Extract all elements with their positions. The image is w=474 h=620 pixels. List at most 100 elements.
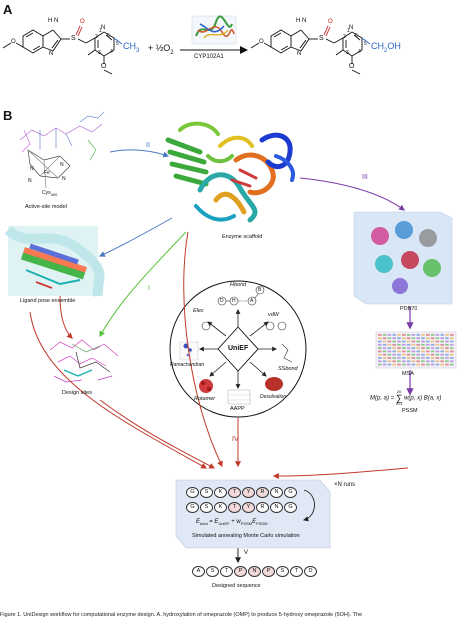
substrate-pos-4: 4 [110,49,113,55]
ligand-ensemble-caption: Ligand pose ensemble [20,298,76,304]
msa-caption: MSA [402,371,414,377]
oxygen-cosubstrate: + ½O2 [148,43,174,56]
unief-elec-label: Elec [193,308,204,314]
panel-a-label: A [3,2,13,17]
substrate-ring-n: N [101,25,106,31]
product-ring-n: N [349,25,354,31]
designed-sequence-residue: A [192,566,205,577]
arrow-iii [299,177,405,211]
product-pos-3: 3 [346,50,349,56]
substrate-pos-5: 5 [116,41,119,47]
sequence-top-residue: S [200,487,213,498]
sequence-top-residue: R [256,487,269,498]
arrow-i [99,231,187,338]
active-site-atom-n2: N [60,162,64,168]
msa-block [375,331,457,369]
unief-rotamer-label: Rotamer [194,396,216,402]
designed-sequence-residue: T [290,566,303,577]
product-ch2oh: CH2OH [371,41,401,54]
figure-caption: Figure 1. UniDesign workflow for computa… [0,612,363,618]
hbond-atom-b: B [258,287,262,293]
hbond-atom-h: H [232,298,236,304]
pssm-caption: PSSM [402,408,418,414]
pdb70-caption: PDB70 [400,306,418,312]
arrow-design-to-mc [99,399,216,469]
sequence-bottom-residue: N [270,502,283,513]
design-sites [49,339,119,383]
arrow-ii [109,149,170,158]
designed-sequence-residue: S [276,566,289,577]
arrow-label-ii: II [146,142,150,149]
cyp102a1-thumbnail [191,15,237,45]
workflow-diagram [4,111,457,564]
designed-sequence-residue: D [304,566,317,577]
active-site-atom-n3: N [28,178,32,184]
substrate-pos-3: 3 [98,50,101,56]
sequence-top-residue: T [228,487,241,498]
product-s: S [319,35,324,42]
reaction-scheme [2,15,371,75]
enzyme-scaffold-structure [165,121,295,223]
energy-equation: Etotal = EUniEF + wPSSMEPSSM [196,519,268,527]
designed-sequence-caption: Designed sequence [212,583,261,589]
sequence-bottom-residue: G [284,502,297,513]
unief-ssbond-label: SSbond [278,366,298,372]
product-pos-2: 2 [343,34,346,40]
arrow-enzyme-to-ligand [98,217,173,257]
product-sulfoxide-o: O [328,19,333,25]
product-pos-4: 4 [358,49,361,55]
substrate-nh: H N [48,18,59,24]
arrow-ligand-to-design [59,295,73,339]
simulated-annealing-caption: Simulated annealing Monte Carlo simulati… [192,533,300,539]
product-n: N [297,51,302,57]
ligand-pose-ensemble [4,226,105,297]
active-site-atom-n4: N [62,176,66,182]
active-site-atom-n1: N [30,166,34,172]
arrow-active-to-mc [29,311,208,469]
product-pos-5: 5 [364,41,367,47]
pssm-formula: M(p, a) = 20 ∑ x=1 w(p, x) B(a, x) [370,389,442,406]
unief-aapp-label: AAPP [230,406,245,412]
designed-sequence-residue: T [220,566,233,577]
substrate-methoxy-o: O [101,63,107,70]
unief-center-label: UniEF [228,345,249,352]
product-pos-1: 1 [347,28,350,34]
enzyme-scaffold-caption: Enzyme scaffold [222,234,263,240]
active-site-caption: Active-site model [25,204,67,210]
unief-desolvation-label: Desolvation [260,394,287,400]
product-nh: H N [296,18,307,24]
enzyme-label-cyp102a1: CYP102A1 [194,54,224,60]
hbond-atom-a: A [250,298,254,304]
sequence-bottom-residue: R [256,502,269,513]
active-site-cys: Cys400 [42,190,58,197]
arrow-enzyme-to-mc [183,231,223,468]
runs-label: ×N runs [334,482,356,488]
active-site-atom-fe: Fe [44,170,50,176]
active-site-model [19,111,105,189]
product-methoxy-o: O [349,63,355,70]
substrate-pos-2: 2 [95,34,98,40]
hbond-atom-d: D [220,298,224,304]
designed-sequence-residue: P [262,566,275,577]
product-pos-6: 6 [355,33,358,39]
substrate-n: N [49,51,54,57]
sequence-top-residue: Y [242,487,255,498]
substrate-s: S [71,35,76,42]
unief-vdw-label: vdW [268,312,279,318]
arrow-label-iii: III [362,174,368,181]
designed-sequence-residue: S [206,566,219,577]
arrow-label-i: I [148,285,150,292]
product-structure [250,25,371,75]
arrow-label-iv: IV [232,436,239,443]
substrate-ch3: CH3 [123,41,140,54]
sequence-top-residue: G [284,487,297,498]
substrate-pos-1: 1 [99,28,102,34]
unief-ramachandran-label: Ramachandran [170,362,205,368]
unief-energy-circle [169,280,307,418]
substrate-pos-6: 6 [107,33,110,39]
sequence-bottom-residue: Y [242,502,255,513]
designed-sequence-residue: P [234,566,247,577]
